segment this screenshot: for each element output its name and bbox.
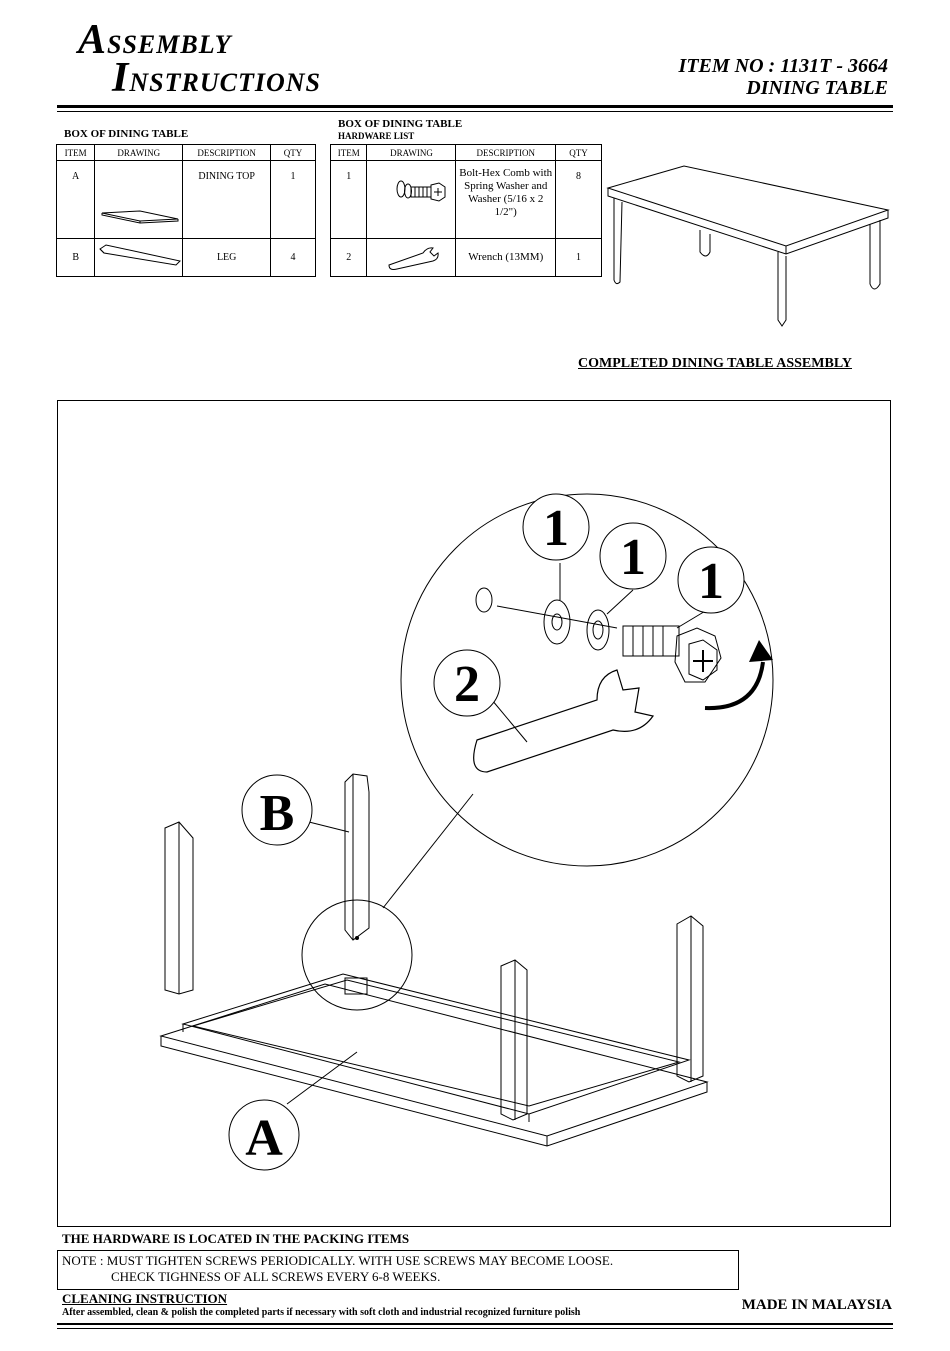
item-info: ITEM NO : 1131T - 3664 DINING TABLE xyxy=(679,55,888,99)
hardware-box-label: BOX OF DINING TABLE xyxy=(338,118,463,130)
parts-header-drawing: DRAWING xyxy=(94,144,184,161)
hardware-location-note: THE HARDWARE IS LOCATED IN THE PACKING I… xyxy=(62,1231,410,1246)
wrench-icon xyxy=(473,669,655,773)
leg-b xyxy=(344,773,370,941)
cleaning-text: After assembled, clean & polish the comp… xyxy=(62,1307,581,1318)
hardware-list-label: HARDWARE LIST xyxy=(338,131,415,141)
header-rule xyxy=(57,105,893,108)
table-row: B LEG 4 xyxy=(55,238,316,277)
joint-circle xyxy=(301,899,413,1011)
parts-item-a: A xyxy=(72,171,80,182)
hw-qty-1: 8 xyxy=(575,171,581,182)
hw-header-item: ITEM xyxy=(329,144,368,161)
table-row: A DINING TOP 1 xyxy=(55,160,316,239)
hw-qty-2: 1 xyxy=(554,238,603,277)
callout-spring-washer: 1 xyxy=(599,522,667,590)
footer-rule xyxy=(57,1323,893,1325)
svg-text:1: 1 xyxy=(543,500,569,557)
leg-drawing xyxy=(99,244,181,266)
svg-text:1: 1 xyxy=(698,553,724,610)
svg-text:2: 2 xyxy=(454,656,480,713)
parts-header-qty: QTY xyxy=(270,144,316,161)
leg-left xyxy=(164,821,194,995)
footer-rule-thin xyxy=(57,1328,893,1329)
header-rule-thin xyxy=(57,111,893,112)
hw-desc-2: Wrench (13MM) xyxy=(455,238,556,277)
made-in-label: MADE IN MALAYSIA xyxy=(741,1297,892,1313)
hardware-table: ITEM DRAWING DESCRIPTION QTY 1 Bolt-Hex … xyxy=(329,144,603,277)
rotation-arrow-icon xyxy=(704,661,765,711)
title-rest-instructions: NSTRUCTIONS xyxy=(129,68,321,97)
washer-icon xyxy=(543,599,571,645)
parts-qty-a: 1 xyxy=(290,171,296,182)
callout-wrench: 2 xyxy=(433,649,501,717)
drawing-leg xyxy=(94,238,184,277)
note-line-2: CHECK TIGHNESS OF ALL SCREWS EVERY 6-8 W… xyxy=(111,1269,441,1284)
table-row: 2 Wrench (13MM) 1 xyxy=(329,238,603,277)
hw-header-description: DESCRIPTION xyxy=(455,144,556,161)
callout-top: A xyxy=(228,1099,300,1171)
callout-washer: 1 xyxy=(522,493,590,561)
assembly-diagram: 1 1 1 2 B A xyxy=(159,493,774,1171)
maintenance-note: NOTE : MUST TIGHTEN SCREWS PERIODICALLY.… xyxy=(57,1250,739,1290)
hw-header-qty: QTY xyxy=(554,144,603,161)
title-cap-i: I xyxy=(112,55,130,101)
parts-header-item: ITEM xyxy=(55,144,96,161)
parts-qty-b: 4 xyxy=(270,238,316,277)
parts-item-b: B xyxy=(55,238,96,277)
hw-desc-1: Bolt-Hex Comb with Spring Washer and Was… xyxy=(455,160,556,239)
drawing-dining-top xyxy=(94,160,184,239)
bolt-drawing xyxy=(396,180,446,202)
dining-top-drawing xyxy=(101,210,179,224)
detail-circle xyxy=(400,493,774,867)
item-number: ITEM NO : 1131T - 3664 xyxy=(678,55,888,77)
title-cap-a: A xyxy=(78,17,108,63)
title-line-instructions: INSTRUCTIONS xyxy=(112,54,321,102)
cleaning-title: CLEANING INSTRUCTION xyxy=(62,1291,228,1306)
title-line-assembly: ASSEMBLY xyxy=(78,16,232,64)
leg-right-back xyxy=(676,915,704,1083)
hw-header-drawing: DRAWING xyxy=(366,144,457,161)
spring-washer-icon xyxy=(586,609,610,651)
wrench-drawing xyxy=(388,247,440,270)
table-row: 1 Bolt-Hex Comb with Spring Washer and W… xyxy=(329,160,603,239)
title-rest-assembly: SSEMBLY xyxy=(107,30,232,59)
note-line-1: NOTE : MUST TIGHTEN SCREWS PERIODICALLY.… xyxy=(62,1253,614,1268)
parts-desc-b: LEG xyxy=(182,238,272,277)
parts-desc-a: DINING TOP xyxy=(198,171,255,182)
hw-item-2: 2 xyxy=(329,238,368,277)
callout-bolt: 1 xyxy=(677,546,745,614)
parts-table: ITEM DRAWING DESCRIPTION QTY A DINING TO… xyxy=(55,144,316,277)
table-top xyxy=(159,973,709,1147)
svg-text:B: B xyxy=(260,785,295,842)
hw-item-1: 1 xyxy=(346,171,352,182)
drawing-wrench xyxy=(366,238,457,277)
svg-text:A: A xyxy=(245,1110,283,1167)
svg-text:1: 1 xyxy=(620,529,646,586)
completed-assembly-label: COMPLETED DINING TABLE ASSEMBLY xyxy=(578,356,852,371)
product-name: DINING TABLE xyxy=(746,77,888,99)
callout-leg: B xyxy=(241,774,313,846)
bolt-icon xyxy=(622,625,722,683)
assembly-diagram-frame xyxy=(57,400,891,1227)
completed-table-drawing xyxy=(606,165,890,327)
leg-right-front xyxy=(500,959,528,1121)
parts-box-label: BOX OF DINING TABLE xyxy=(64,128,189,140)
parts-header-description: DESCRIPTION xyxy=(182,144,272,161)
drawing-bolt xyxy=(366,160,457,239)
